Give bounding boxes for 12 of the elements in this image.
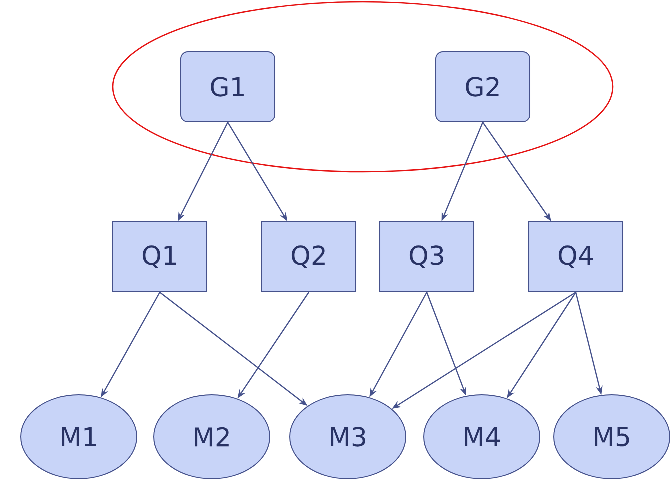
group-ellipse [112,1,614,173]
ellipse-node: M2 [154,394,270,480]
box: Q1 [112,222,208,292]
rounded-box: G1 [180,52,276,122]
ellipse-node: M1 [20,394,138,480]
ellipse-node: M4 [424,394,540,480]
ellipse-node: M3 [290,394,406,480]
rounded-box: G2 [436,52,530,122]
ellipse-node: M5 [554,394,670,480]
box: Q3 [380,222,474,292]
box: Q2 [262,222,356,292]
box: Q4 [528,222,624,292]
